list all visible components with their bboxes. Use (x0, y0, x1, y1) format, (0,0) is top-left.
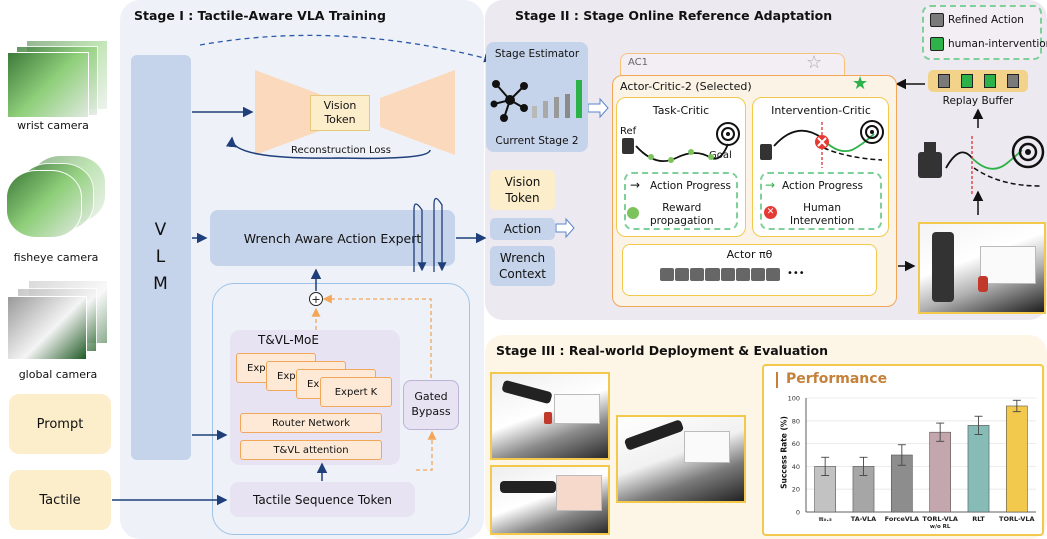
star-filled-icon: ★ (852, 73, 869, 94)
actor-token-row (660, 268, 780, 281)
ac2-title: Actor-Critic-2 (Selected) (620, 80, 752, 93)
robot-trajectory-illustration (918, 135, 1045, 194)
replay-buffer-label: Replay Buffer (942, 95, 1014, 107)
global-camera-image (7, 296, 87, 360)
prompt-box: Prompt (9, 394, 111, 454)
vision-token-box: Vision Token (310, 95, 370, 131)
performance-title-bar (776, 372, 778, 388)
actor-label: Actor πθ (726, 248, 773, 261)
wrist-camera-label: wrist camera (17, 119, 89, 132)
wrist-camera-image (7, 52, 89, 118)
stage-estimator-title: Stage Estimator (494, 48, 580, 60)
expert-card-k: Expert K (320, 377, 392, 407)
deployment-photo-3 (490, 465, 610, 535)
chart-xtick-label: π₀.₅ (819, 515, 832, 523)
deployment-photo-1 (490, 372, 610, 460)
chart-xtick-label: TORL-VLA (922, 515, 958, 523)
current-stage-label: Current Stage 2 (495, 135, 579, 147)
reward-dot-icon (627, 207, 639, 219)
action-input: Action (490, 218, 555, 240)
green-arrow-icon: → (765, 178, 776, 192)
chart-ytick-label: 80 (792, 417, 800, 425)
chart-bar (1005, 405, 1028, 513)
intervention-x-icon: ✕ (764, 206, 777, 219)
moe-title: T&VL-MoE (258, 333, 319, 347)
action-progress-label: Action Progress (650, 180, 732, 192)
legend-refined-label: Refined Action (948, 14, 1024, 26)
stage2-title: Stage II : Stage Online Reference Adapta… (515, 8, 833, 23)
global-camera-label: global camera (18, 368, 98, 381)
vision-token-input: Vision Token (490, 170, 555, 210)
attention-box: T&VL attention (240, 440, 382, 460)
chart-xtick-label: TA-VLA (851, 515, 876, 523)
reward-propagation-label: Reward propagation (650, 202, 714, 227)
action-progress-label-2: Action Progress (782, 180, 864, 192)
fisheye-camera-label: fisheye camera (13, 251, 99, 264)
star-outline-icon: ☆ (806, 52, 823, 73)
chart-ytick-label: 60 (792, 440, 800, 448)
performance-title: Performance (786, 371, 888, 387)
stage-bars (532, 80, 584, 118)
stage1-title: Stage I : Tactile-Aware VLA Training (134, 8, 386, 23)
task-critic-box (616, 97, 746, 237)
ac1-label: AC1 (628, 57, 649, 68)
human-intervention-label: Human Intervention (790, 202, 855, 227)
stage3-title: Stage III : Real-world Deployment & Eval… (496, 343, 829, 358)
chart-xtick-label: TORL-VLA (999, 515, 1035, 523)
legend-human-label: human-intervention (948, 38, 1047, 50)
intervention-critic-legend (760, 172, 882, 230)
task-critic-title: Task-Critic (652, 104, 710, 117)
chart-ytick-label: 40 (792, 463, 800, 471)
wrench-context-input: Wrench Context (490, 246, 555, 286)
chart-xtick-label: RLT (972, 515, 985, 523)
reconstruction-loss-label: Reconstruction Loss (291, 145, 391, 156)
chart-ytick-label: 100 (788, 395, 800, 403)
replay-buffer-box (928, 70, 1028, 92)
task-critic-legend (624, 172, 738, 230)
sum-node: + (309, 292, 323, 306)
autoencoder-shape (255, 70, 455, 155)
chart-bar (967, 425, 990, 513)
router-network-box: Router Network (240, 413, 382, 433)
robot-scene-photo (918, 222, 1046, 314)
chart-xtick-label: w/o RL (930, 524, 951, 530)
chart-bar (929, 431, 952, 513)
chart-ytick-label: 0 (796, 509, 800, 517)
intervention-critic-curve (760, 120, 884, 168)
gated-bypass-box: Gated Bypass (403, 380, 459, 430)
intervention-critic-title: Intervention-Critic (771, 104, 871, 117)
chart-xtick-label: ForceVLA (885, 515, 919, 523)
arrow-right-icon: → (630, 178, 641, 192)
stage-estimator-box (486, 42, 588, 152)
task-critic-curve (622, 122, 740, 163)
fisheye-camera-image (6, 170, 82, 238)
vlm-block: V L M (131, 55, 191, 460)
ref-label: Ref (620, 126, 637, 137)
human-intervention-swatch (930, 37, 944, 51)
chart-ytick-label: 20 (792, 486, 800, 494)
refined-action-swatch (930, 13, 944, 27)
tactile-sequence-token: Tactile Sequence Token (230, 482, 415, 517)
graph-network-icon (490, 80, 528, 122)
tactile-box: Tactile (9, 470, 111, 530)
actor-ellipsis: ••• (787, 268, 805, 279)
deployment-photo-2 (616, 415, 746, 503)
